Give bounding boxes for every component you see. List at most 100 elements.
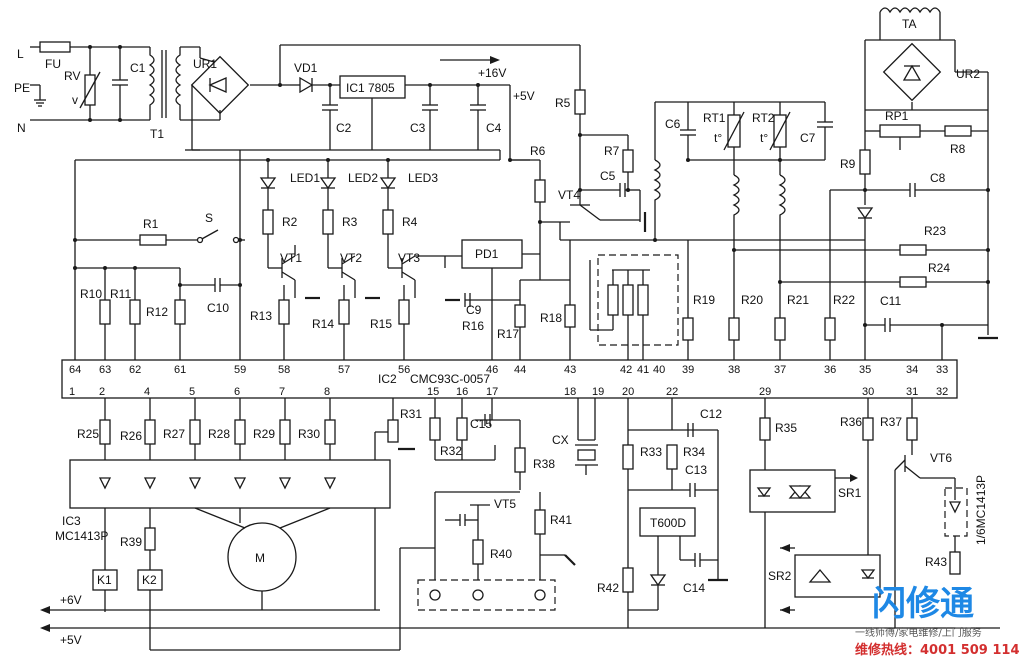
- label-TA: TA: [902, 17, 916, 31]
- bottom-pin-2: 2: [99, 386, 105, 398]
- label-C13: C13: [685, 463, 707, 477]
- ic2-label: IC2: [378, 372, 397, 386]
- label-R10: R10: [80, 287, 102, 301]
- label-R38: R38: [533, 457, 555, 471]
- label-C9: C9: [466, 303, 482, 317]
- label-t1: t°: [714, 131, 722, 145]
- bottom-pin-19: 19: [592, 386, 604, 398]
- bottom-pin-30: 30: [862, 386, 874, 398]
- bottom-pin-22: 22: [666, 386, 678, 398]
- watermark-logo: 闪修通 一线师傅/家电维修/上门服务 维修热线：4001 509 114: [855, 584, 1020, 658]
- label-R40: R40: [490, 547, 512, 561]
- led-group: [259, 158, 445, 360]
- ic2-part: CMC93C-0057: [410, 372, 490, 386]
- label-v: v: [72, 93, 78, 107]
- label-C14: C14: [683, 581, 705, 595]
- label-R15: R15: [370, 317, 392, 331]
- top-pin-43: 43: [564, 364, 576, 376]
- top-pin-62: 62: [129, 364, 141, 376]
- label-R11: R11: [110, 287, 131, 301]
- label-R18: R18: [540, 311, 562, 325]
- label-RT1: RT1: [703, 111, 726, 125]
- label-CX: CX: [552, 433, 569, 447]
- component-labels: L FU PE N RV v C1 T1 UR1 VD1 IC1 7805 C2…: [14, 17, 988, 647]
- label-IC1: IC1 7805: [346, 81, 395, 95]
- label-R1: R1: [143, 217, 159, 231]
- top-pin-61: 61: [174, 364, 186, 376]
- bottom-pin-1: 1: [69, 386, 75, 398]
- bottom-pin-6: 6: [234, 386, 240, 398]
- label-RV: RV: [64, 69, 80, 83]
- driver-resistors: [98, 398, 337, 490]
- bottom-pin-5: 5: [189, 386, 195, 398]
- label-PD1: PD1: [475, 247, 499, 261]
- label-L: L: [17, 47, 24, 61]
- bottom-pin-29: 29: [759, 386, 771, 398]
- current-transformer-section: [735, 7, 998, 360]
- label-C12: C12: [700, 407, 722, 421]
- label-R13: R13: [250, 309, 272, 323]
- top-pin-33: 33: [936, 364, 948, 376]
- bottom-pin-17: 17: [486, 386, 498, 398]
- label-VT4: VT4: [558, 188, 580, 202]
- watermark-slogan: 一线师傅/家电维修/上门服务: [855, 626, 982, 639]
- label-C4: C4: [486, 121, 502, 135]
- label-C6: C6: [665, 117, 681, 131]
- label-LED3: LED3: [408, 171, 438, 185]
- label-C8: C8: [930, 171, 946, 185]
- label-R26: R26: [120, 429, 142, 443]
- label-R23: R23: [924, 224, 946, 238]
- top-pin-63: 63: [99, 364, 111, 376]
- top-pin-46: 46: [486, 364, 498, 376]
- label-R31: R31: [400, 407, 422, 421]
- label-5v: +5V: [513, 89, 535, 103]
- top-pin-41: 41: [637, 364, 649, 376]
- label-R16: R16: [462, 319, 484, 333]
- label-VT6: VT6: [930, 451, 952, 465]
- label-C3: C3: [410, 121, 426, 135]
- label-SR2: SR2: [768, 569, 792, 583]
- label-R28: R28: [208, 427, 230, 441]
- label-R6: R6: [530, 144, 546, 158]
- label-VT3: VT3: [398, 251, 420, 265]
- label-T1: T1: [150, 127, 164, 141]
- label-SR1: SR1: [838, 486, 862, 500]
- label-R12: R12: [146, 305, 168, 319]
- top-pin-56: 56: [398, 364, 410, 376]
- top-pin-59: 59: [234, 364, 246, 376]
- label-R9: R9: [840, 157, 856, 171]
- bottom-pin-20: 20: [622, 386, 634, 398]
- label-RP1: RP1: [885, 109, 909, 123]
- label-R14: R14: [312, 317, 334, 331]
- bottom-pin-7: 7: [279, 386, 285, 398]
- watermark-hotline: 维修热线：4001 509 114: [855, 642, 1020, 658]
- label-R20: R20: [741, 293, 763, 307]
- label-R5: R5: [555, 96, 571, 110]
- bottom-pin-15: 15: [427, 386, 439, 398]
- label-R7: R7: [604, 144, 620, 158]
- label-UR2: UR2: [956, 67, 980, 81]
- bottom-pin-18: 18: [564, 386, 576, 398]
- top-pin-42: 42: [620, 364, 632, 376]
- label-C10: C10: [207, 301, 229, 315]
- label-VT2: VT2: [340, 251, 362, 265]
- top-pin-38: 38: [728, 364, 740, 376]
- label-5v-bottom: +5V: [60, 633, 82, 647]
- label-R21: R21: [787, 293, 809, 307]
- power-input-section: [30, 41, 290, 151]
- connector-block: [589, 254, 679, 360]
- label-R8: R8: [950, 142, 966, 156]
- label-C11: C11: [880, 294, 901, 308]
- top-pin-40: 40: [653, 364, 665, 376]
- label-R39: R39: [120, 535, 142, 549]
- label-VT1: VT1: [280, 251, 302, 265]
- pd1-box: [461, 239, 523, 269]
- label-VD1: VD1: [294, 61, 318, 75]
- top-pin-36: 36: [824, 364, 836, 376]
- label-R17: R17: [497, 327, 519, 341]
- label-6v: +6V: [60, 593, 82, 607]
- label-R33: R33: [640, 445, 662, 459]
